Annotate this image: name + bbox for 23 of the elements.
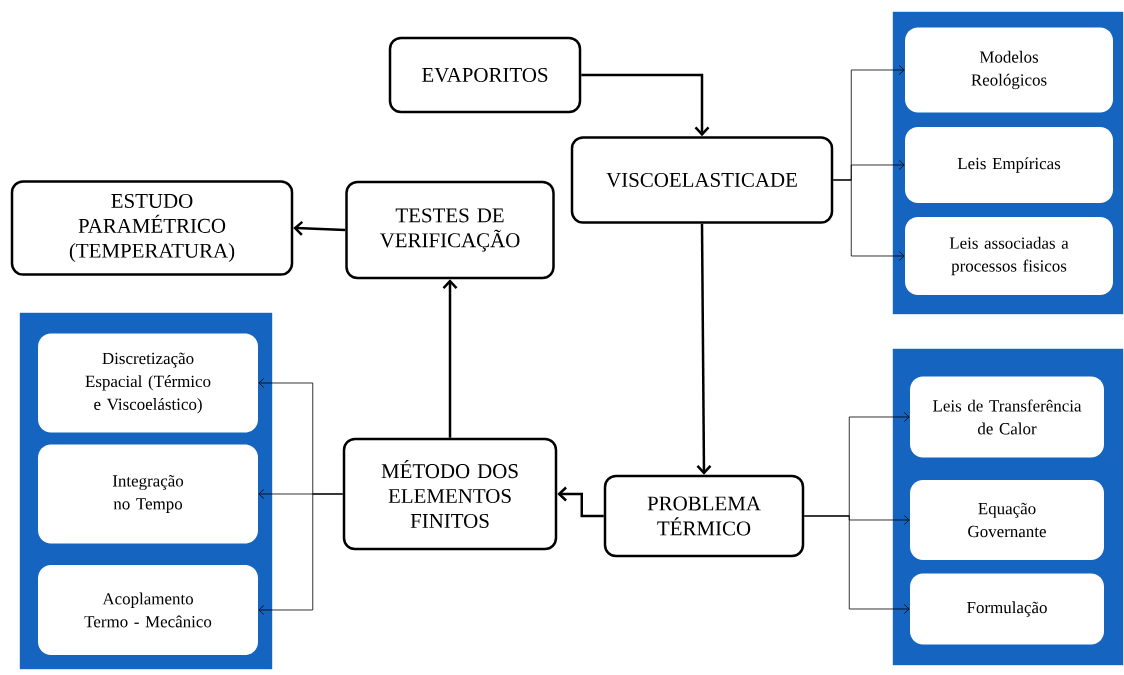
item-box: Leis Empíricas	[905, 127, 1113, 203]
arrow	[442, 279, 458, 438]
item-box: Acoplamento Termo - Mecânico	[38, 565, 258, 655]
process-box: TESTES DE VERIFICAÇÃO	[345, 180, 555, 280]
item-box: Discretização Espacial (Térmico e Viscoelástico)	[38, 333, 258, 433]
item-box: Leis de Transferência de Calor	[910, 376, 1104, 458]
item-box: Integração no Tempo	[38, 444, 258, 544]
item-box: Formulação	[910, 573, 1104, 645]
item-box: Leis associadas a processos fisicos	[905, 217, 1113, 295]
arrow	[557, 486, 604, 518]
process-box: EVAPORITOS	[388, 36, 582, 114]
process-box: VISCOELASTICADE	[570, 136, 834, 224]
arrow	[803, 515, 910, 614]
process-box: PROBLEMA TÉRMICO	[603, 474, 805, 558]
arrow	[832, 179, 905, 261]
item-box: Modelos Reológicos	[905, 27, 1113, 113]
arrow	[258, 493, 344, 615]
item-box: Equação Governante	[910, 480, 1104, 560]
arrow	[581, 73, 710, 137]
arrow	[696, 223, 712, 475]
process-box: ESTUDO PARAMÉTRICO (TEMPERATURA)	[10, 180, 294, 276]
process-box: MÉTODO DOS ELEMENTOS FINITOS	[342, 437, 558, 551]
arrow	[293, 220, 346, 236]
